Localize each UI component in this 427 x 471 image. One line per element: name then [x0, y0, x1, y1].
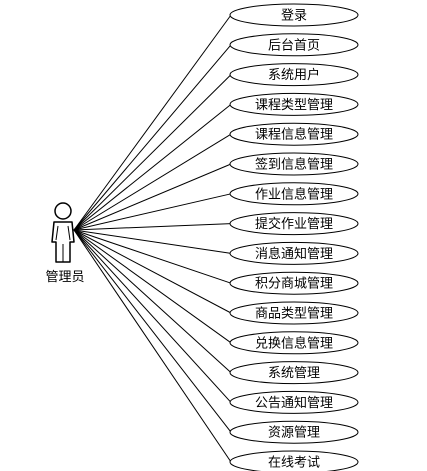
use-case: 商品类型管理: [229, 301, 359, 325]
use-case-ellipse: [229, 301, 359, 325]
association-line: [73, 229, 232, 314]
use-case-ellipse: [229, 390, 359, 414]
use-case-list: 登录后台首页系统用户课程类型管理课程信息管理签到信息管理作业信息管理提交作业管理…: [229, 3, 359, 471]
association-line: [73, 44, 232, 231]
use-case: 后台首页: [229, 33, 359, 57]
association-line: [73, 229, 232, 344]
use-case: 签到信息管理: [229, 152, 359, 176]
use-case: 在线考试: [229, 450, 359, 471]
use-case: 系统管理: [229, 361, 359, 385]
use-case: 公告通知管理: [229, 390, 359, 414]
association-line: [73, 14, 232, 231]
use-case: 课程类型管理: [229, 92, 359, 116]
use-case-ellipse: [229, 420, 359, 444]
use-case-label: 提交作业管理: [255, 216, 333, 232]
use-case-ellipse: [229, 361, 359, 385]
association-lines: [73, 14, 232, 463]
association-line: [73, 223, 232, 231]
use-case-label: 签到信息管理: [255, 157, 333, 173]
association-line: [73, 74, 232, 231]
use-case: 登录: [229, 3, 359, 27]
actor-admin: 管理员: [45, 202, 85, 285]
use-case-label: 课程类型管理: [255, 98, 333, 113]
association-line: [73, 229, 232, 284]
association-line: [73, 133, 232, 231]
use-case: 资源管理: [229, 420, 359, 444]
use-case-label: 作业信息管理: [255, 186, 333, 202]
association-line: [73, 163, 232, 231]
use-case-ellipse: [229, 331, 359, 355]
use-case-label: 后台首页: [268, 38, 320, 53]
actor-left-arm: [55, 225, 59, 241]
association-line: [73, 229, 232, 403]
use-case-ellipse: [229, 241, 359, 265]
association-line: [73, 229, 232, 254]
use-case-ellipse: [229, 212, 359, 236]
use-case: 作业信息管理: [229, 182, 359, 206]
use-case-label: 课程信息管理: [255, 127, 333, 143]
association-line: [73, 229, 232, 433]
use-case-label: 在线考试: [268, 456, 320, 471]
use-case-ellipse: [229, 271, 359, 295]
use-case-label: 公告通知管理: [255, 395, 333, 411]
use-case-ellipse: [229, 182, 359, 206]
use-case-ellipse: [229, 122, 359, 146]
use-case-ellipse: [229, 92, 359, 116]
use-case-label: 积分商城管理: [255, 277, 333, 292]
actor-label: 管理员: [45, 270, 84, 285]
use-case: 系统用户: [229, 63, 359, 87]
use-case-label: 消息通知管理: [255, 246, 333, 262]
association-line: [73, 229, 232, 373]
use-case-ellipse: [229, 3, 359, 27]
use-case-ellipse: [229, 450, 359, 471]
use-case-ellipse: [229, 152, 359, 176]
use-case: 积分商城管理: [229, 271, 359, 295]
use-case-label: 系统用户: [268, 67, 320, 83]
use-case: 课程信息管理: [229, 122, 359, 146]
actor-right-arm: [67, 225, 71, 241]
use-case: 提交作业管理: [229, 212, 359, 236]
use-case: 兑换信息管理: [229, 331, 359, 355]
use-case-label: 兑换信息管理: [255, 335, 333, 351]
use-case-label: 商品类型管理: [255, 307, 333, 322]
use-case: 消息通知管理: [229, 241, 359, 265]
use-case-label: 资源管理: [268, 426, 320, 441]
actor-head: [54, 202, 72, 220]
use-case-ellipse: [229, 33, 359, 57]
association-line: [73, 104, 232, 231]
association-line: [73, 193, 232, 231]
association-line: [73, 229, 232, 463]
use-case-label: 登录: [281, 9, 307, 24]
use-case-ellipse: [229, 63, 359, 87]
use-case-label: 系统管理: [268, 366, 320, 381]
